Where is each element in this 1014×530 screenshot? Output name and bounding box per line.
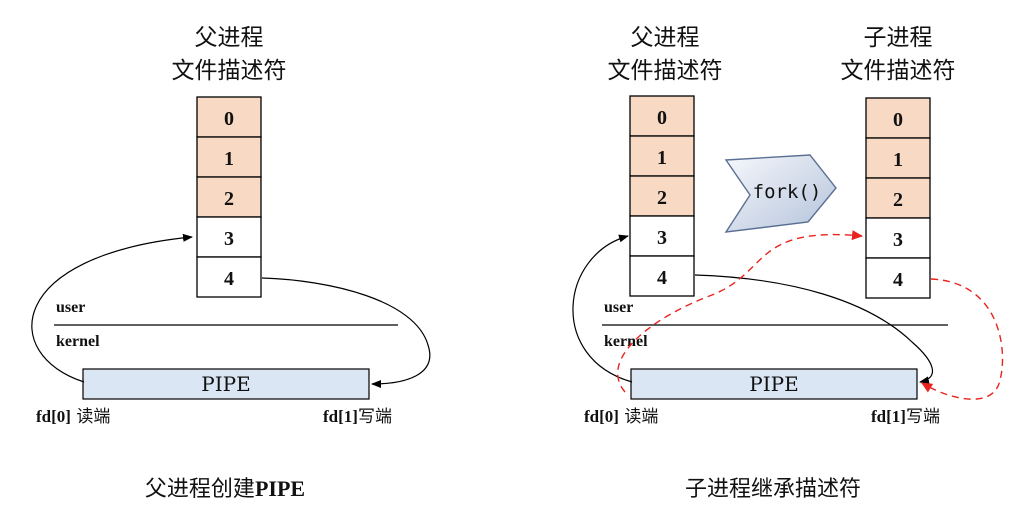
left-pipe-box — [82, 368, 370, 400]
right-parent-read-connector — [572, 234, 633, 383]
left-header-line1: 父进程 — [195, 25, 264, 51]
left-write-end-connector — [261, 277, 431, 388]
right-child-fd-slot-3-box — [865, 217, 931, 259]
left-read-end-connector — [31, 233, 193, 383]
right-child-fd-slot-2: 2 — [893, 189, 903, 211]
right-write-end-prefix: fd[1] — [871, 407, 906, 426]
right-parent-write-connector — [694, 274, 934, 385]
fork-arrow-icon — [724, 154, 837, 233]
fork-label: fork() — [753, 181, 822, 203]
left-fd-slot-4-box — [196, 256, 262, 298]
left-fd-slot-0-box — [196, 96, 262, 138]
right-parent-fd-slot-0-box — [629, 95, 695, 137]
left-write-end-prefix: fd[1] — [323, 407, 358, 426]
right-caption: 子进程继承描述符 — [685, 477, 861, 502]
left-fd-slot-3: 3 — [224, 228, 234, 250]
left-write-end-suffix: 写端 — [358, 407, 392, 427]
left-header-line2: 文件描述符 — [172, 58, 287, 84]
left-fd-slot-0: 0 — [224, 108, 234, 130]
left-read-end-label: fd[0] 读端 — [36, 407, 110, 427]
right-child-fd-slot-3: 3 — [893, 229, 903, 251]
left-fd-slot-3-box — [196, 216, 262, 258]
right-write-end-label: fd[1]写端 — [871, 407, 940, 427]
right-parent-fd-slot-2: 2 — [657, 187, 667, 209]
right-parent-fd-slot-3: 3 — [657, 227, 667, 249]
left-user-label: user — [56, 299, 85, 316]
right-read-end-prefix: fd[0] — [584, 407, 619, 426]
right-child-fd-slot-1-box — [865, 137, 931, 179]
right-child-fd-slot-1: 1 — [893, 149, 903, 171]
right-parent-fd-slot-0: 0 — [657, 107, 667, 129]
right-panel: 父进程 文件描述符 子进程 文件描述符 0 1 2 3 4 0 1 2 3 — [572, 25, 1004, 502]
right-parent-fd-table: 0 1 2 3 4 — [629, 95, 695, 297]
left-fd-slot-4: 4 — [224, 268, 234, 290]
child-read-inherit-connector — [617, 230, 863, 393]
right-parent-fd-slot-4-box — [629, 255, 695, 297]
left-fd-slot-1: 1 — [224, 148, 234, 170]
right-child-fd-slot-4-box — [865, 257, 931, 299]
left-fd-slot-1-box — [196, 136, 262, 178]
left-caption-text: 父进程创建 — [145, 477, 255, 502]
left-read-end-suffix: 读端 — [71, 407, 110, 427]
right-child-header-line1: 子进程 — [864, 25, 933, 51]
right-read-end-label: fd[0] 读端 — [584, 407, 658, 427]
left-caption-bold: PIPE — [255, 476, 305, 501]
right-parent-header-line1: 父进程 — [631, 25, 700, 51]
right-child-fd-slot-4: 4 — [893, 269, 903, 291]
right-child-fd-slot-2-box — [865, 177, 931, 219]
right-parent-fd-slot-1: 1 — [657, 147, 667, 169]
right-write-end-suffix: 写端 — [906, 407, 940, 427]
right-read-end-suffix: 读端 — [619, 407, 658, 427]
left-pipe-label: PIPE — [201, 372, 250, 396]
left-fd-table: 0 1 2 3 4 — [196, 96, 262, 298]
left-fd-slot-2: 2 — [224, 188, 234, 210]
left-panel: 父进程 文件描述符 0 1 2 3 4 user kernel PIPE fd[… — [31, 25, 431, 502]
right-child-fd-table: 0 1 2 3 4 — [865, 97, 931, 299]
right-user-label: user — [604, 299, 633, 316]
child-write-inherit-connector — [921, 278, 1004, 400]
right-kernel-label: kernel — [604, 333, 648, 350]
right-child-fd-slot-0: 0 — [893, 109, 903, 131]
right-parent-header-line2: 文件描述符 — [608, 58, 723, 84]
left-write-end-label: fd[1]写端 — [323, 407, 392, 427]
right-child-header-line2: 文件描述符 — [841, 58, 956, 84]
left-read-end-prefix: fd[0] — [36, 407, 71, 426]
right-pipe-box — [630, 368, 918, 400]
right-parent-fd-slot-4: 4 — [657, 267, 667, 289]
right-pipe-label: PIPE — [749, 372, 798, 396]
right-child-fd-slot-0-box — [865, 97, 931, 139]
left-caption: 父进程创建PIPE — [145, 476, 305, 502]
left-kernel-label: kernel — [56, 333, 100, 350]
